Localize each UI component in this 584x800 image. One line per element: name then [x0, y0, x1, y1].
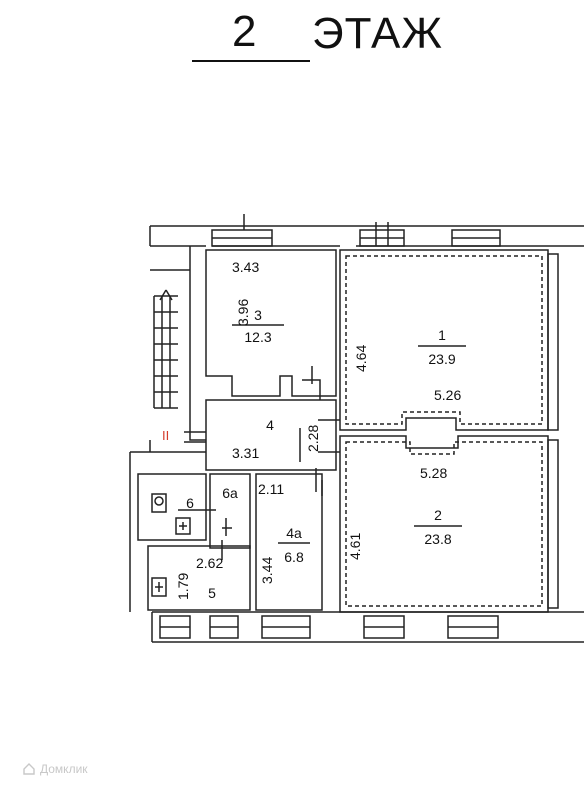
room-3-number: 3: [254, 307, 262, 323]
room-4a-walls: [255, 473, 323, 611]
room-3-walls: [205, 249, 337, 397]
floor-number: 2: [232, 7, 257, 56]
stairwell: [149, 246, 206, 452]
toilet-icon: [151, 493, 191, 535]
room-2-area: 23.8: [424, 531, 451, 547]
floor-label: ЭТАЖ: [312, 9, 444, 58]
room-2-number: 2: [434, 507, 442, 523]
room-3-area: 12.3: [244, 329, 271, 345]
windows-top: [211, 214, 501, 247]
room-3-dim-side: 3.96: [235, 299, 251, 326]
watermark: Домклик: [22, 762, 88, 776]
room-1-number: 1: [438, 327, 446, 343]
room-5-dim-side: 1.79: [175, 573, 191, 600]
room-4-walls: [205, 399, 337, 471]
room-4a-dim-side: 3.44: [259, 557, 275, 584]
room-1-dim-bottom: 5.26: [434, 387, 461, 403]
room-1-walls: [339, 249, 549, 431]
room-2-dim-top: 5.28: [420, 465, 447, 481]
dimension-ticks: [178, 428, 317, 560]
room-4a-number: 4а: [286, 525, 302, 541]
room-4a-area: 6.8: [284, 549, 304, 565]
room-2-dashed: [345, 441, 543, 607]
sink-icon: [151, 577, 167, 597]
stair-marker: II: [162, 428, 169, 443]
room-1-area: 23.9: [428, 351, 455, 367]
room-2-dim-side: 4.61: [347, 533, 363, 560]
room-1-dashed: [345, 255, 543, 425]
room-6-walls: [137, 473, 207, 541]
room-4-dim-bottom: 3.31: [232, 445, 259, 461]
room-1-dim-side: 4.64: [353, 345, 369, 372]
house-icon: [23, 763, 35, 775]
windows-bottom: [159, 615, 499, 639]
watermark-text: Домклик: [40, 762, 88, 776]
room-4a-dim-top: 2.11: [258, 481, 284, 497]
room-5-number: 5: [208, 585, 216, 601]
room-4-number: 4: [266, 417, 274, 433]
corridor-door: [184, 366, 340, 453]
room-6a-number: 6а: [222, 485, 238, 501]
room-5-walls: [147, 545, 251, 611]
room-2-walls: [339, 435, 549, 613]
floor-title: 2 ЭТАЖ: [0, 0, 584, 80]
room-4-dim-side: 2.28: [305, 425, 321, 452]
room-6-number: 6: [186, 495, 194, 511]
outer-wall: [129, 225, 584, 643]
room-3-dim-top: 3.43: [232, 259, 259, 275]
windows-right: [547, 253, 559, 609]
room-5-dim-top: 2.62: [196, 555, 223, 571]
floor-number-underline: [192, 60, 310, 62]
